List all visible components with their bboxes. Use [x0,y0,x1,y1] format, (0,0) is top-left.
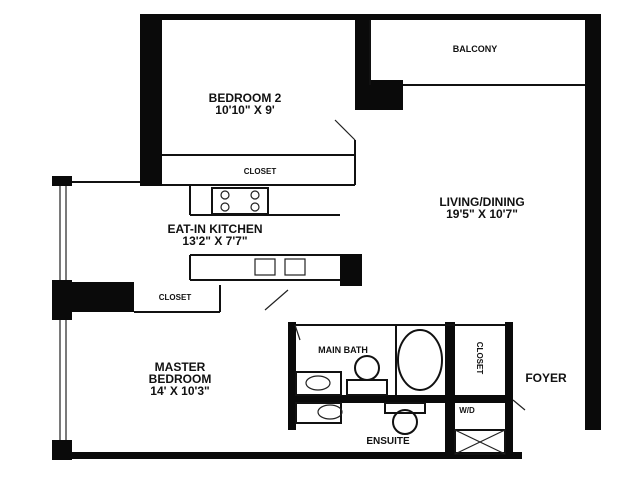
living-dining-name: LIVING/DINING [439,195,524,209]
room-labels: BEDROOM 2 10'10" X 9' BALCONY CLOSET LIV… [149,44,567,447]
interior-lines [59,20,585,455]
balcony-label: BALCONY [453,44,498,54]
living-dining-size: 19'5" X 10'7" [446,207,518,221]
laundry-label: W/D [459,406,475,415]
master-bedroom-name-1: MASTER [155,360,206,374]
main-bath-label: MAIN BATH [318,345,368,355]
master-bedroom-size: 14' X 10'3" [150,384,209,398]
bedroom2-name: BEDROOM 2 [209,91,282,105]
master-bedroom-name-2: BEDROOM [149,372,212,386]
kitchen-size: 13'2" X 7'7" [182,234,247,248]
closet-hall-label: CLOSET [475,342,484,375]
ensuite-label: ENSUITE [366,436,410,447]
kitchen-name: EAT-IN KITCHEN [167,222,262,236]
closet-bedroom2-label: CLOSET [244,167,277,176]
foyer-label: FOYER [525,371,567,385]
walls [52,14,601,460]
bedroom2-size: 10'10" X 9' [215,103,275,117]
closet-master-label: CLOSET [159,293,192,302]
